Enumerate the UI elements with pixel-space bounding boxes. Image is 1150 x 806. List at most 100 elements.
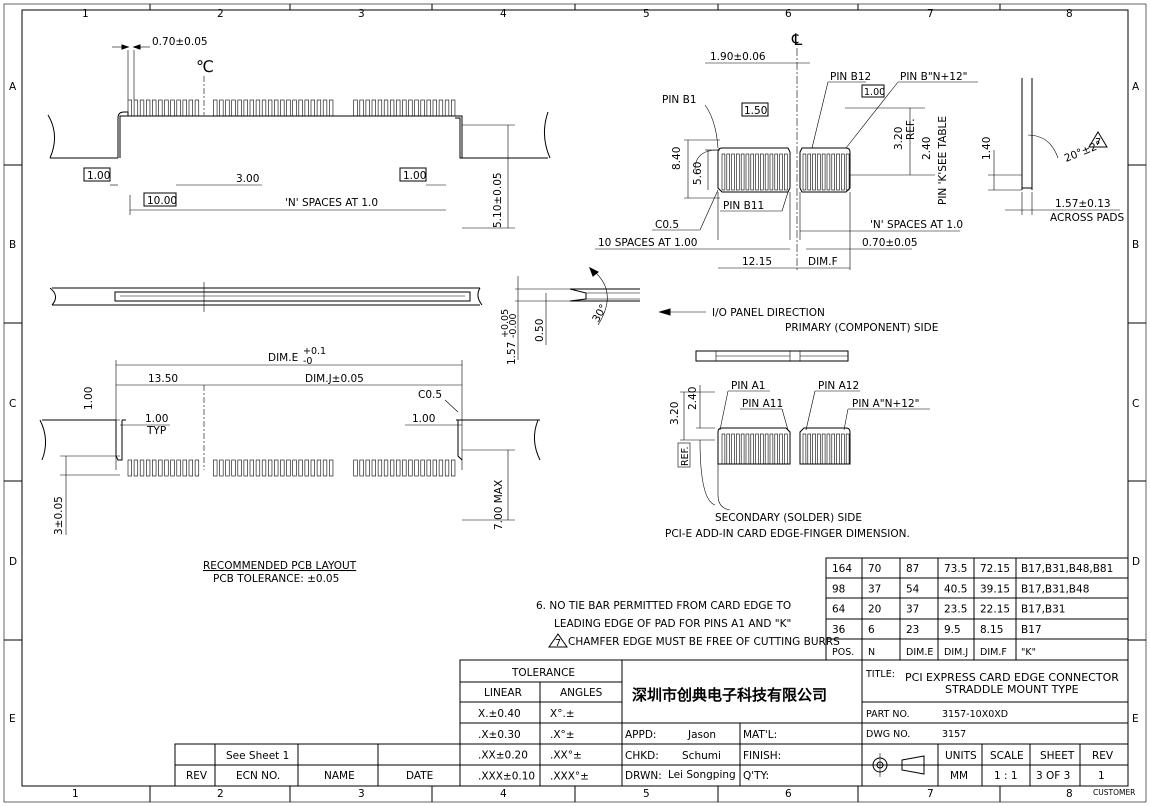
contact-pad <box>231 459 236 477</box>
contact-pad <box>377 99 383 117</box>
contact-pad <box>322 99 328 117</box>
primary-ref: REF. <box>905 118 917 140</box>
contact-pad <box>371 459 376 477</box>
pcb-right-100: 1.00 <box>412 413 435 425</box>
pcb-caption: RECOMMENDED PCB LAYOUT <box>203 560 357 572</box>
contact-pad <box>261 99 267 117</box>
contact-pad <box>255 459 261 477</box>
contact-pad <box>176 459 181 477</box>
primary-side-view: ℄ 1.90±0.06 PIN B12 PIN B"N+12" 1.00 PIN… <box>595 30 978 362</box>
contact-pad <box>249 459 254 477</box>
col-2-bottom: 2 <box>217 788 224 800</box>
primary-box-150 <box>741 102 769 117</box>
contact-pad <box>736 433 740 465</box>
appd-label: APPD: <box>625 729 656 741</box>
secondary-side-view: PIN A1 PIN A12 PIN A11 PIN A"N+12" 3.20 … <box>665 380 930 540</box>
contact-pad <box>841 433 845 465</box>
rev-value: 1 <box>1098 770 1105 782</box>
contact-pad <box>450 459 456 477</box>
row-d-right: D <box>1132 556 1140 568</box>
contact-pad <box>726 433 730 465</box>
note-7-triangle <box>1088 131 1108 148</box>
contact-pad <box>755 433 759 465</box>
contact-pad <box>402 459 407 477</box>
primary-see-table: PIN 'K'SEE TABLE <box>937 116 949 205</box>
pin-table-cell: 39.15 <box>980 583 1010 595</box>
secondary-pin-a1: PIN A1 <box>731 380 765 392</box>
contact-pad <box>377 459 383 477</box>
appd-value: Jason <box>687 729 716 741</box>
contact-pad <box>821 433 826 465</box>
primary-dim-560: 5.60 <box>692 162 704 185</box>
edge-tol-lower: -0.00 <box>508 313 519 338</box>
contact-pad <box>182 459 187 477</box>
pin-table-header: DIM.F <box>980 647 1007 658</box>
projection-symbol-icon <box>868 753 925 777</box>
contact-pad <box>170 459 175 477</box>
primary-dim-320: 3.20 <box>893 127 905 150</box>
contact-pad <box>760 153 764 191</box>
contact-pad <box>383 459 389 477</box>
top-centerline-symbol: ℃ <box>196 57 214 76</box>
contact-pad <box>243 99 248 117</box>
box-10-00 <box>143 192 177 207</box>
contact-pad <box>304 99 309 117</box>
primary-dim-1215: 12.15 <box>742 256 772 268</box>
col-7: 7 <box>927 8 934 20</box>
contact-pad <box>807 153 811 191</box>
primary-dim-240: 2.40 <box>921 137 933 160</box>
box-1-00-left <box>83 167 111 182</box>
contact-pad <box>841 153 845 191</box>
pin-table-cell: 22.15 <box>980 604 1010 616</box>
units-value: MM <box>950 770 968 782</box>
pcb-dim-e-tol-lower: -0 <box>303 356 312 367</box>
pcb-dim-1350: 13.50 <box>148 373 178 385</box>
contact-pad <box>821 153 826 191</box>
contact-pad <box>836 433 840 465</box>
contact-pad <box>219 99 224 117</box>
col-4-bottom: 4 <box>500 788 507 800</box>
contact-pad <box>328 459 334 477</box>
contact-pad <box>359 99 364 117</box>
row-d: D <box>9 556 17 568</box>
pin-table-cell: 54 <box>906 583 920 595</box>
note-7: CHAMFER EDGE MUST BE FREE OF CUTTING BUR… <box>568 636 840 648</box>
top-height-dim: 5.10±0.05 <box>492 172 504 228</box>
tolerance-angles: ANGLES <box>560 687 603 699</box>
chkd-label: CHKD: <box>625 750 659 762</box>
contact-pad <box>152 99 157 117</box>
contact-pad <box>764 433 769 465</box>
contact-pad <box>402 99 407 117</box>
contact-pad <box>176 99 181 117</box>
col-7-bottom: 7 <box>927 788 934 800</box>
col-1: 1 <box>82 8 89 20</box>
col-3-bottom: 3 <box>358 788 365 800</box>
col-5: 5 <box>643 8 650 20</box>
company-name: 深圳市创典电子科技有限公司 <box>632 686 827 704</box>
pcb-dim-e: DIM.E <box>268 352 298 364</box>
contact-pad <box>450 99 456 117</box>
contact-pad <box>304 459 309 477</box>
contact-pad <box>396 99 401 117</box>
contact-pad <box>432 99 437 117</box>
primary-c05: C0.5 <box>655 219 679 231</box>
contact-pad <box>146 99 151 117</box>
detail-dim-140: 1.40 <box>981 137 993 160</box>
col-1-bottom: 1 <box>72 788 79 800</box>
row-a: A <box>9 81 17 93</box>
contact-pad <box>146 459 151 477</box>
row-b-right: B <box>1132 239 1139 251</box>
contact-pad <box>426 99 431 117</box>
contact-pad <box>274 99 279 117</box>
notes-block: 6. NO TIE BAR PERMITTED FROM CARD EDGE T… <box>536 600 840 649</box>
pin-table-cell: B17 <box>1021 624 1042 636</box>
secondary-pad-block-right <box>799 427 851 465</box>
contact-pad <box>420 99 425 117</box>
contact-pad <box>721 153 726 191</box>
contact-pad <box>812 433 816 465</box>
primary-dim-840: 8.40 <box>671 147 683 170</box>
contact-pad <box>812 153 816 191</box>
pin-table-cell: 8.15 <box>980 624 1003 636</box>
pin-table-cell: 72.15 <box>980 563 1010 575</box>
